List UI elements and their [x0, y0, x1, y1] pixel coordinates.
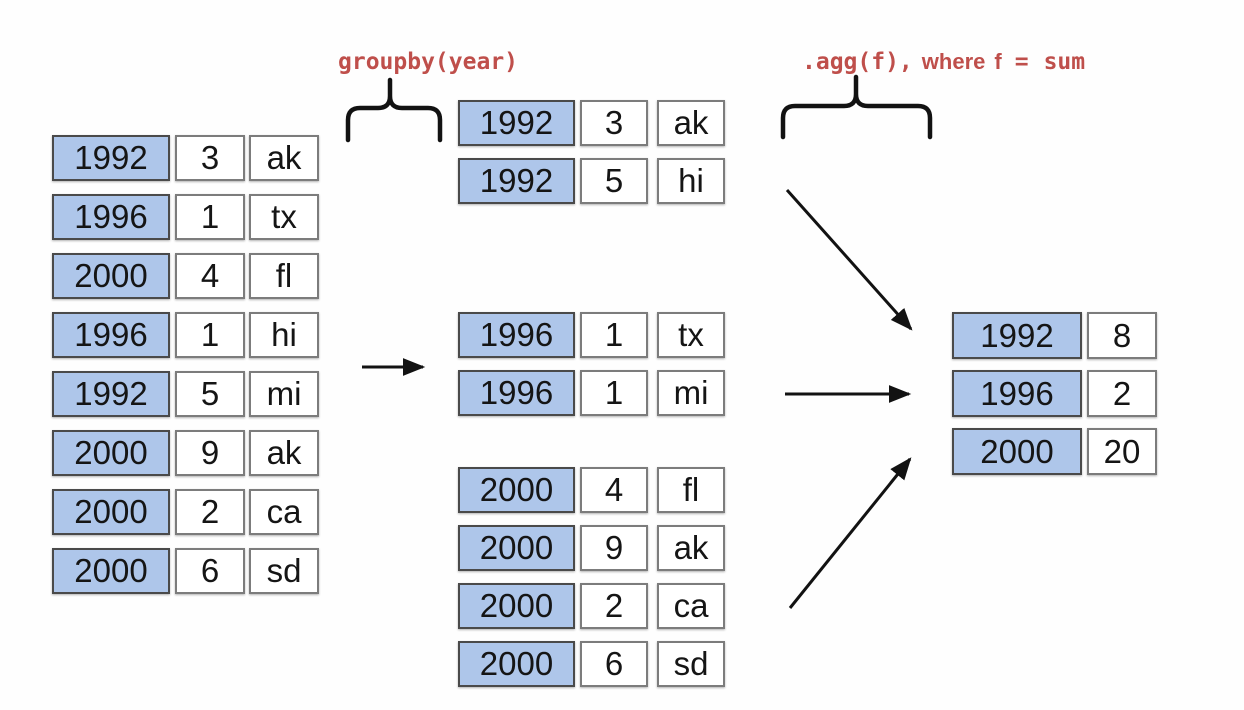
state-cell: ak [657, 525, 725, 571]
year-cell: 2000 [52, 253, 170, 299]
year-cell: 1996 [52, 194, 170, 240]
state-cell: ak [657, 100, 725, 146]
value-cell: 5 [175, 371, 245, 417]
state-cell: sd [657, 641, 725, 687]
agg-where-text: where [921, 49, 986, 74]
state-cell: tx [249, 194, 319, 240]
state-cell: ak [249, 135, 319, 181]
state-cell: hi [249, 312, 319, 358]
year-cell: 1996 [52, 312, 170, 358]
agg-sum-text: sum [1043, 49, 1086, 75]
agg-brace [780, 74, 933, 140]
value-cell: 4 [580, 467, 648, 513]
value-cell: 1 [175, 194, 245, 240]
value-cell: 5 [580, 158, 648, 204]
state-cell: tx [657, 312, 725, 358]
state-cell: fl [657, 467, 725, 513]
value-cell: 1 [580, 312, 648, 358]
agg-equals-text: = [1014, 49, 1029, 75]
groupby-code-text: groupby(year) [338, 49, 519, 75]
agg-code-text: .agg(f), [802, 49, 913, 75]
value-cell: 2 [1087, 370, 1157, 417]
value-cell: 20 [1087, 428, 1157, 475]
year-cell: 2000 [952, 428, 1082, 475]
year-cell: 2000 [52, 548, 170, 594]
year-cell: 2000 [458, 583, 575, 629]
group-1992-to-result-arrow [785, 189, 913, 331]
value-cell: 2 [580, 583, 648, 629]
year-cell: 2000 [458, 467, 575, 513]
state-cell: hi [657, 158, 725, 204]
state-cell: ca [249, 489, 319, 535]
value-cell: 9 [175, 430, 245, 476]
year-cell: 1992 [458, 100, 575, 146]
year-cell: 1996 [952, 370, 1082, 417]
year-cell: 1996 [458, 370, 575, 416]
state-cell: ca [657, 583, 725, 629]
value-cell: 1 [580, 370, 648, 416]
value-cell: 2 [175, 489, 245, 535]
state-cell: mi [249, 371, 319, 417]
year-cell: 1992 [52, 135, 170, 181]
value-cell: 9 [580, 525, 648, 571]
groupby-brace [345, 77, 443, 143]
value-cell: 1 [175, 312, 245, 358]
groupby-label: groupby(year) [338, 50, 518, 74]
value-cell: 4 [175, 253, 245, 299]
state-cell: ak [249, 430, 319, 476]
value-cell: 3 [580, 100, 648, 146]
year-cell: 2000 [52, 489, 170, 535]
agg-f-text: f [994, 49, 1002, 74]
value-cell: 6 [175, 548, 245, 594]
year-cell: 2000 [458, 525, 575, 571]
year-cell: 2000 [458, 641, 575, 687]
value-cell: 3 [175, 135, 245, 181]
year-cell: 1996 [458, 312, 575, 358]
state-cell: mi [657, 370, 725, 416]
value-cell: 6 [580, 641, 648, 687]
state-cell: fl [249, 253, 319, 299]
year-cell: 2000 [52, 430, 170, 476]
year-cell: 1992 [458, 158, 575, 204]
value-cell: 8 [1087, 312, 1157, 359]
group-2000-to-result-arrow [788, 457, 912, 609]
state-cell: sd [249, 548, 319, 594]
year-cell: 1992 [952, 312, 1082, 359]
year-cell: 1992 [52, 371, 170, 417]
